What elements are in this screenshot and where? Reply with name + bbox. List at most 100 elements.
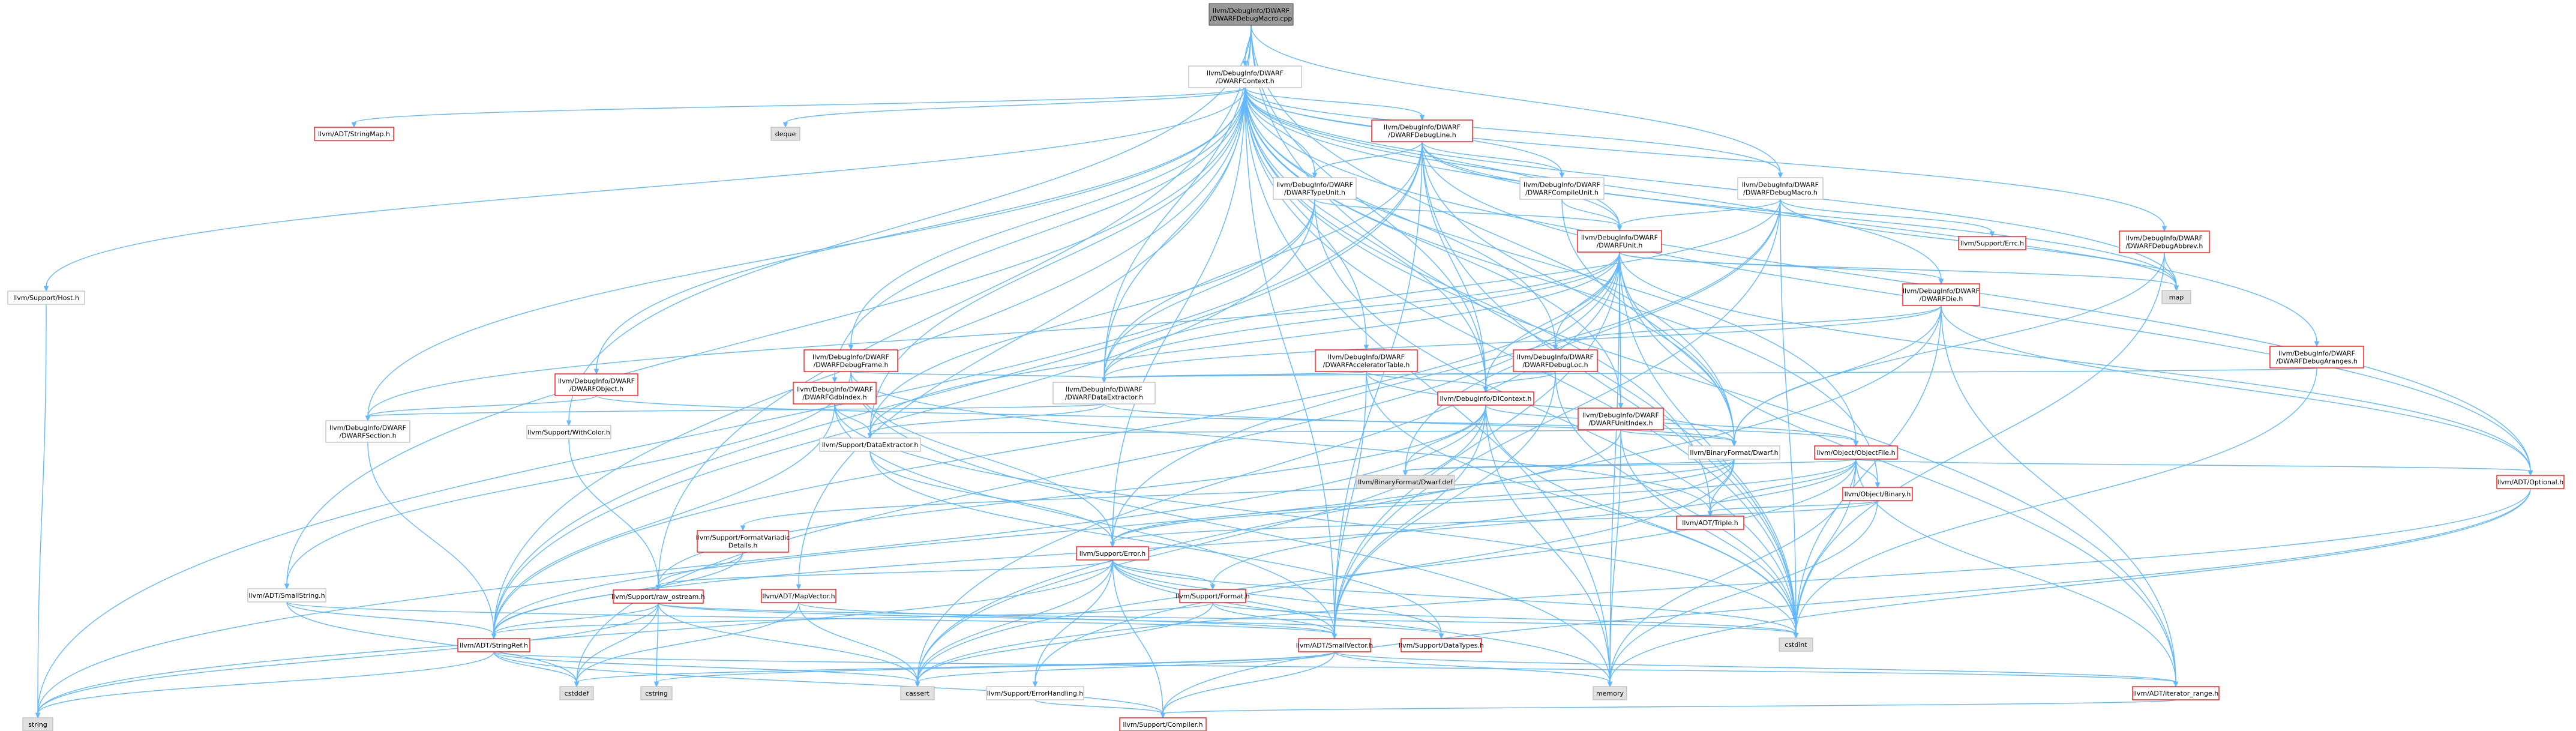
node-dtypes[interactable]: llvm/Support/DataTypes.h (1399, 638, 1484, 652)
node-label: llvm/DebugInfo/DWARF (1213, 7, 1290, 15)
node-box (1179, 589, 1246, 603)
node-box (1688, 445, 1780, 460)
node-cu[interactable]: llvm/DebugInfo/DWARF/DWARFCompileUnit.h (1519, 177, 1605, 200)
node-label: llvm/Object/Binary.h (1845, 490, 1911, 498)
node-strmap[interactable]: llvm/ADT/StringMap.h (314, 127, 394, 141)
node-dloc[interactable]: llvm/DebugInfo/DWARF/DWARFDebugLoc.h (1513, 349, 1598, 372)
node-label: /DWARFAcceleratorTable.h (1323, 361, 1410, 369)
edge-smallstr-to-strref (286, 601, 497, 640)
node-typeu[interactable]: llvm/DebugInfo/DWARF/DWARFTypeUnit.h (1273, 177, 1357, 200)
node-itrange[interactable]: llvm/ADT/iterator_range.h (2132, 686, 2220, 700)
node-dwarfdef: llvm/BinaryFormat/Dwarf.def (1356, 475, 1455, 489)
node-dunit[interactable]: llvm/DebugInfo/DWARF/DWARFUnit.h (1577, 230, 1662, 253)
node-label: /DWARFDebugFrame.h (814, 361, 889, 369)
node-label: llvm/DebugInfo/DWARF (329, 424, 406, 432)
edge-dmacro-to-errc (1780, 199, 1995, 238)
node-label: /DWARFDebugLoc.h (1522, 361, 1588, 369)
node-triple[interactable]: llvm/ADT/Triple.h (1676, 516, 1744, 530)
edge-smallvec-to-cstddef (574, 651, 1335, 688)
node-box (314, 127, 394, 141)
edge-layer (35, 25, 2533, 719)
node-errh[interactable]: llvm/Support/ErrorHandling.h (986, 686, 1084, 700)
node-label: llvm/Support/DataExtractor.h (822, 441, 919, 449)
edge-die-to-bfdwarf (1731, 305, 1942, 447)
edge-mapvec-to-smallvec (798, 602, 1338, 640)
node-label: llvm/Support/ErrorHandling.h (987, 690, 1084, 697)
node-uindex[interactable]: llvm/DebugInfo/DWARF/DWARFUnitIndex.h (1578, 408, 1664, 430)
node-serror[interactable]: llvm/Support/Error.h (1076, 546, 1149, 561)
node-objbin[interactable]: llvm/Object/Binary.h (1842, 487, 1913, 501)
edge-ctx-to-dline (1244, 87, 1425, 121)
node-box (1958, 236, 2026, 250)
edge-aranges-to-cstdint (1793, 367, 2317, 639)
node-label: /DWARFUnitIndex.h (1588, 420, 1653, 427)
node-smallvec[interactable]: llvm/ADT/SmallVector.h (1296, 638, 1374, 652)
node-dext[interactable]: llvm/DebugInfo/DWARF/DWARFDataExtractor.… (1052, 382, 1156, 405)
node-frame[interactable]: llvm/DebugInfo/DWARF/DWARFDebugFrame.h (803, 349, 898, 372)
node-mapvec[interactable]: llvm/ADT/MapVector.h (761, 589, 836, 603)
edge-uindex-to-bfdwarf (1620, 429, 1737, 447)
edge-objfile-to-objbin (1855, 459, 1881, 489)
node-box (22, 717, 53, 731)
edge-cu-to-dunit (1561, 199, 1623, 232)
edge-dsection-to-strref (367, 442, 497, 640)
node-box (1315, 349, 1418, 372)
node-rawos[interactable]: llvm/Support/raw_ostream.h (611, 589, 705, 604)
node-smallstr[interactable]: llvm/ADT/SmallString.h (247, 588, 326, 603)
node-withcolor[interactable]: llvm/Support/WithColor.h (526, 425, 611, 439)
node-objfile[interactable]: llvm/Object/ObjectFile.h (1814, 445, 1898, 460)
edge-ctx-to-frame (848, 87, 1246, 351)
node-ctx[interactable]: llvm/DebugInfo/DWARF/DWARFContext.h (1188, 65, 1302, 88)
edge-itrange-to-compiler (1160, 699, 2176, 719)
node-errc[interactable]: llvm/Support/Errc.h (1958, 236, 2026, 250)
edge-sformat-to-strref (491, 602, 1213, 640)
edge-frame-to-smallstr (284, 371, 851, 590)
node-label: /DWARFDebugMacro.cpp (1210, 15, 1293, 23)
edge-abbrev-to-cstdint (1793, 252, 2165, 639)
edge-bfdwarf-to-fmtvar (740, 459, 1735, 532)
node-sext[interactable]: llvm/Support/DataExtractor.h (819, 438, 921, 452)
node-abbrev[interactable]: llvm/DebugInfo/DWARF/DWARFDebugAbbrev.h (2119, 230, 2210, 253)
edge-dunit-to-dsection (365, 251, 1620, 422)
edge-sext-to-serror (869, 451, 1115, 548)
edge-smallvec-to-cstring (653, 651, 1335, 688)
edge-ctx-to-triple (1244, 87, 1713, 517)
node-sformat[interactable]: llvm/Support/Format.h (1175, 589, 1250, 603)
node-die[interactable]: llvm/DebugInfo/DWARF/DWARFDie.h (1902, 283, 1980, 306)
node-dline[interactable]: llvm/DebugInfo/DWARF/DWARFDebugLine.h (1371, 119, 1473, 142)
node-dmacro[interactable]: llvm/DebugInfo/DWARF/DWARFDebugMacro.h (1737, 177, 1824, 200)
edge-bfdwarf-to-errh (1032, 459, 1735, 688)
node-box (2161, 290, 2191, 304)
node-accel[interactable]: llvm/DebugInfo/DWARF/DWARFAcceleratorTab… (1315, 349, 1418, 372)
node-host[interactable]: llvm/Support/Host.h (7, 290, 85, 305)
node-dicontext[interactable]: llvm/DebugInfo/DIContext.h (1437, 391, 1534, 406)
node-label: llvm/ADT/StringMap.h (318, 130, 390, 138)
node-dsection[interactable]: llvm/DebugInfo/DWARF/DWARFSection.h (325, 420, 410, 443)
edge-sformat-to-cstdint (1212, 602, 1799, 639)
edge-dloc-to-dext (1101, 371, 1556, 384)
node-bfdwarf[interactable]: llvm/BinaryFormat/Dwarf.h (1688, 445, 1780, 460)
node-box (1437, 391, 1534, 406)
node-optional[interactable]: llvm/ADT/Optional.h (2496, 475, 2565, 489)
node-label: memory (1596, 690, 1624, 697)
edge-dline-to-cu (1422, 141, 1565, 179)
node-strref[interactable]: llvm/ADT/StringRef.h (457, 638, 530, 652)
node-gdb[interactable]: llvm/DebugInfo/DWARF/DWARFGdbIndex.h (793, 382, 877, 405)
edge-host-to-string (35, 304, 47, 719)
edge-ctx-to-objfile (1244, 87, 1859, 447)
edge-dunit-to-smallvec (1332, 251, 1620, 640)
node-root[interactable]: llvm/DebugInfo/DWARF/DWARFDebugMacro.cpp (1208, 3, 1294, 26)
node-box (900, 686, 935, 700)
node-label: /DWARFDebugAbbrev.h (2126, 242, 2203, 250)
node-aranges[interactable]: llvm/DebugInfo/DWARF/DWARFDebugAranges.h (2269, 346, 2364, 369)
node-dobject[interactable]: llvm/DebugInfo/DWARF/DWARFObject.h (554, 373, 638, 396)
edge-rawos-to-string (35, 603, 659, 719)
edge-bfdwarf-to-sformat (1210, 459, 1735, 591)
node-compiler[interactable]: llvm/Support/Compiler.h (1119, 717, 1207, 731)
edge-abbrev-to-map (2164, 252, 2179, 292)
node-label: map (2169, 293, 2184, 301)
edge-ctx-to-host (43, 87, 1246, 292)
edge-ctx-to-dobject (593, 87, 1246, 375)
